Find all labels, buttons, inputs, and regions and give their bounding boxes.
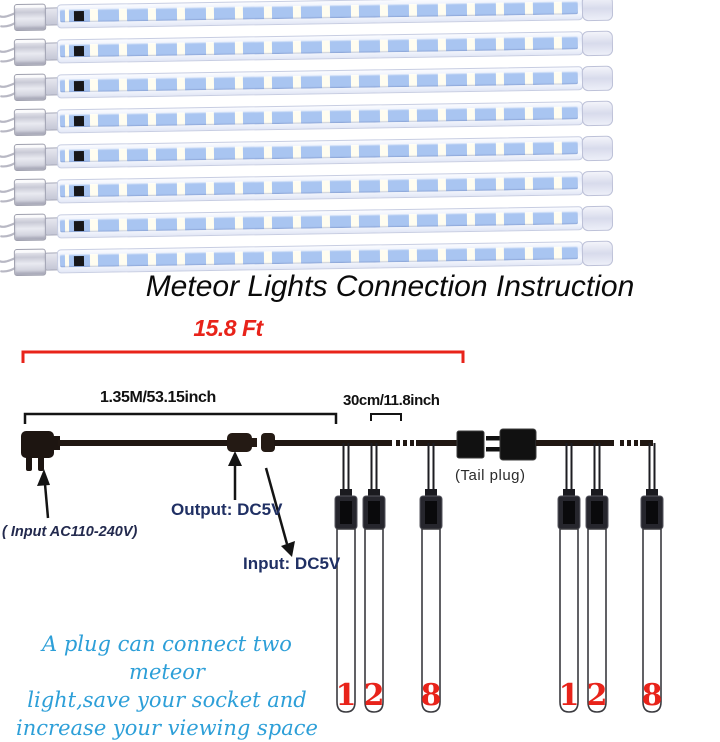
hanging-tube [557,442,581,713]
note-text: A plug can connect two meteor light,save… [12,630,322,742]
tube-number: 2 [586,678,608,713]
ac-input-arrow [37,469,50,519]
tube-number: 1 [335,678,357,713]
page-title: Meteor Lights Connection Instruction [145,270,635,303]
hanging-tube [362,442,386,713]
tube-spacing-bracket [370,413,402,421]
led-tube [0,99,616,137]
total-length-bracket [21,350,465,363]
dc-input-arrow [264,467,295,557]
led-tube-stack [0,0,720,300]
dc-output-label: Output: DC5V [171,500,283,519]
led-tube [0,134,616,172]
adapter-length-bracket [23,412,338,424]
led-tube [0,204,616,242]
dc-input-label: Input: DC5V [243,554,341,573]
led-tube [0,29,616,67]
tube-number: 1 [558,678,580,713]
ac-plug [21,431,60,471]
hanging-tube [585,442,609,713]
tube-number: 2 [363,678,385,713]
led-tube [0,64,616,102]
connection-diagram [21,350,664,713]
ac-input-label: ( Input AC110-240V) [2,524,138,540]
hanging-tube [640,442,664,713]
led-tube [0,239,616,277]
tube-number: 8 [420,678,442,713]
dc-connector [227,433,275,452]
cable-continuation-dots-left [396,440,414,446]
hanging-tube [419,442,443,713]
led-tube [0,169,616,207]
dc-output-arrow [228,451,242,500]
led-tube [0,0,616,32]
cable-continuation-dots-right [620,440,638,446]
hanging-tube [334,442,358,713]
tube-spacing-label: 30cm/11.8inch [343,392,440,409]
note-line: light,save your socket and [27,688,307,712]
note-line: increase your viewing space [16,716,318,740]
tail-plug-label: (Tail plug) [455,467,526,484]
adapter-length-label: 1.35M/53.15inch [100,389,216,406]
tube-number: 8 [641,678,663,713]
tail-plug-connector [456,428,537,461]
note-line: A plug can connect two meteor [42,632,292,684]
total-length-label: 15.8 Ft [193,315,263,341]
